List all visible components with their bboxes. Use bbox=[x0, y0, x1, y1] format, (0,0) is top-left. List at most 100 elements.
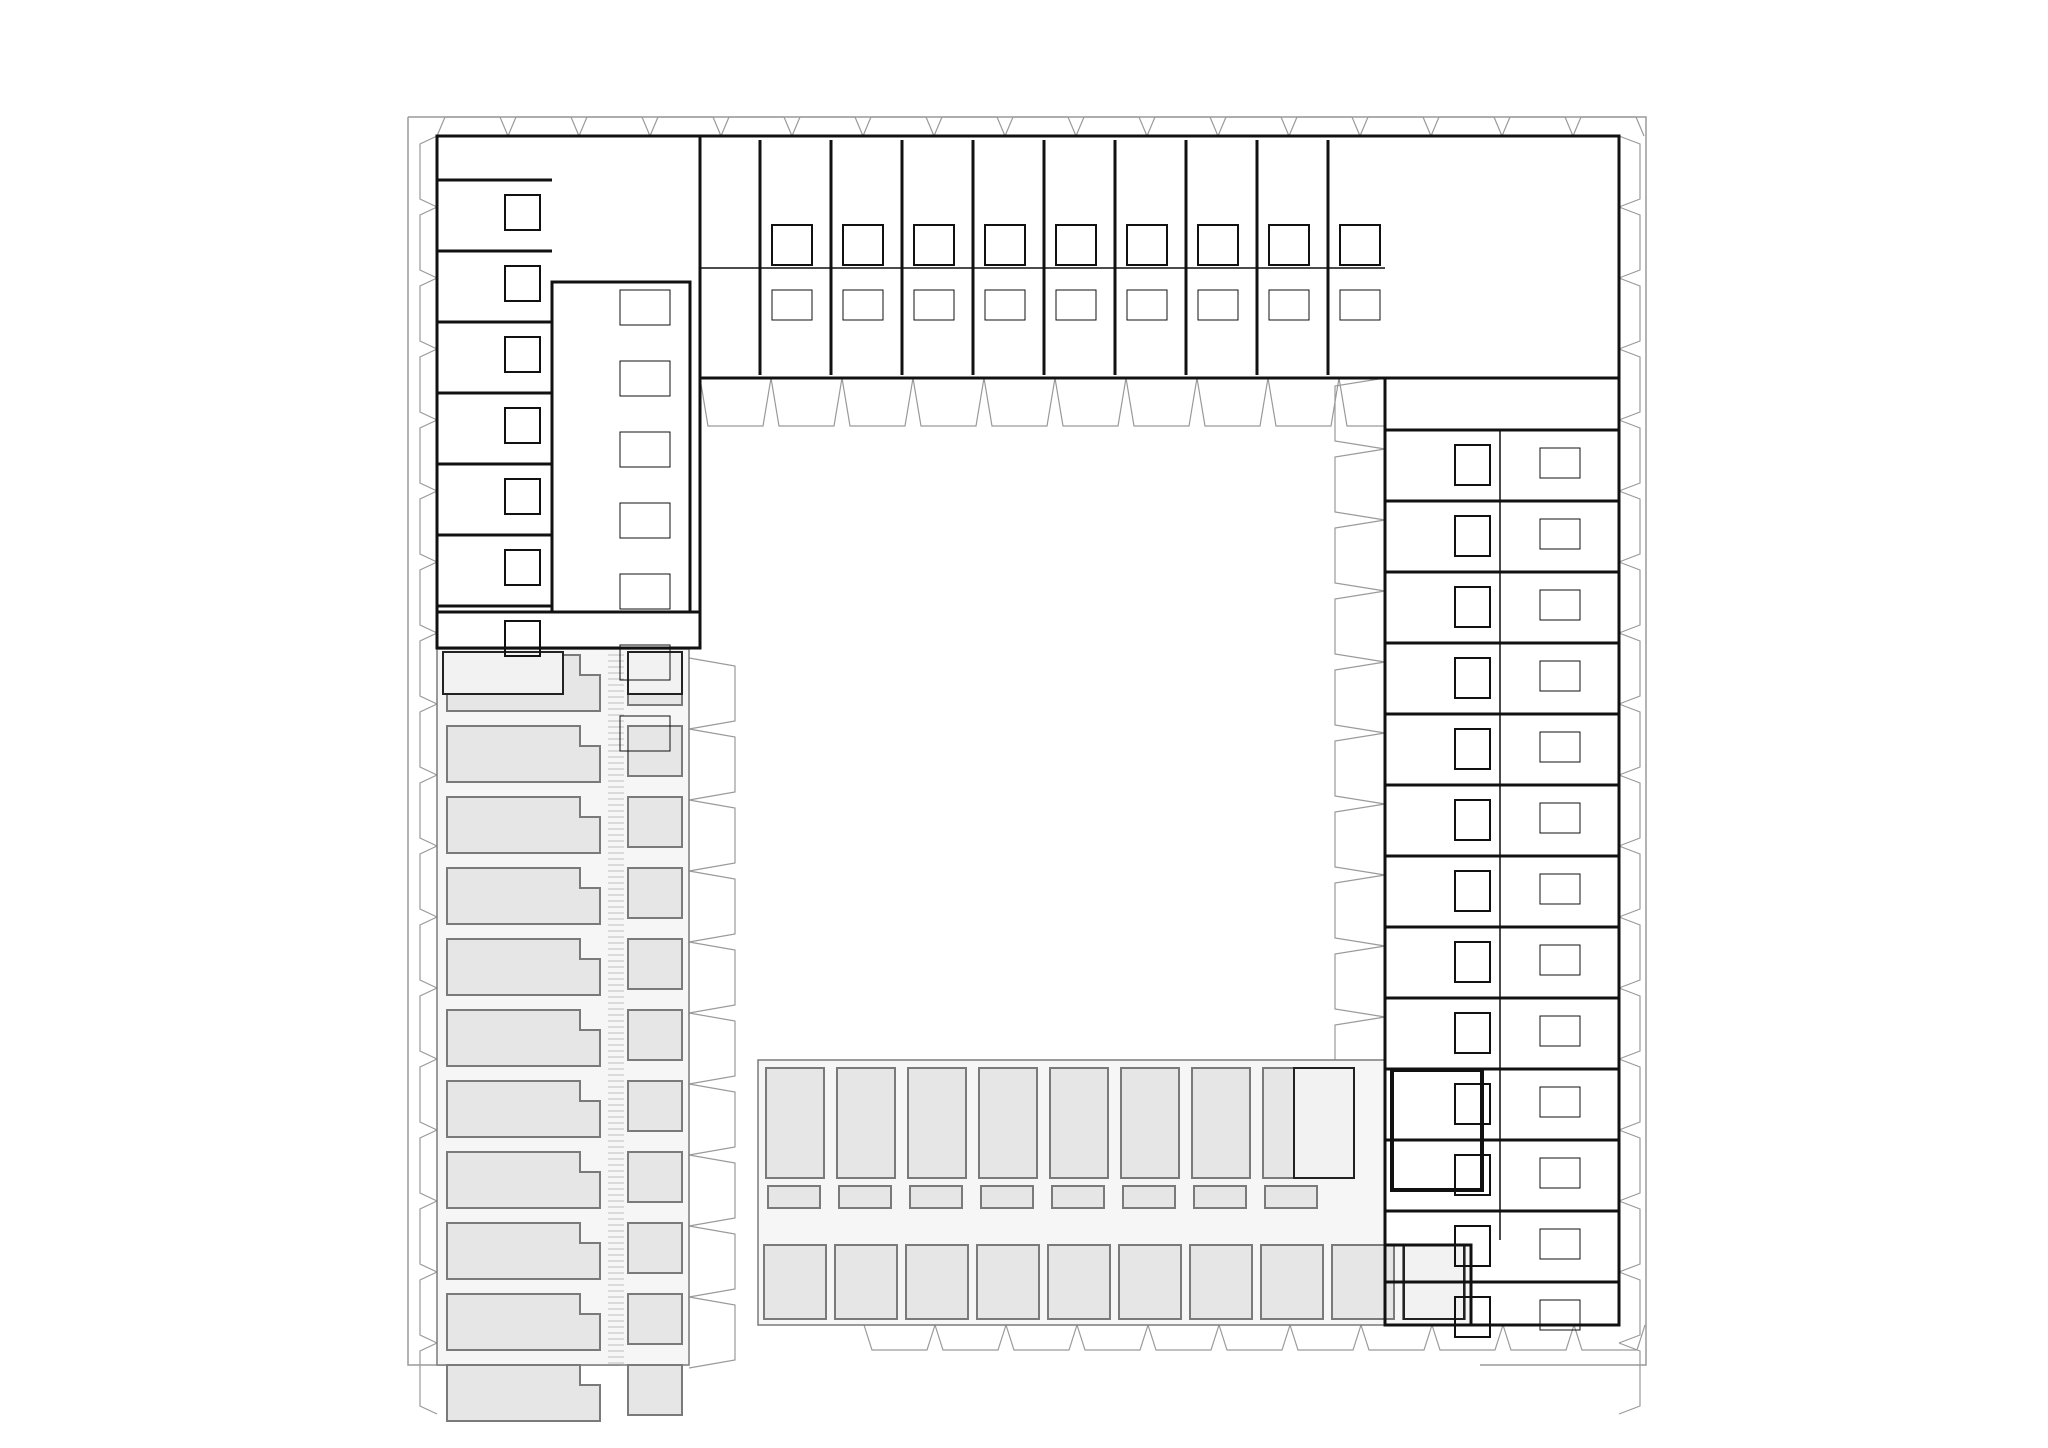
facade-panel bbox=[419, 845, 438, 918]
terrace-unit bbox=[763, 1244, 827, 1320]
bathroom bbox=[1268, 224, 1310, 266]
terrace-unit bbox=[446, 725, 601, 783]
facade-panel bbox=[1004, 116, 1077, 137]
terrace-unit bbox=[446, 1009, 601, 1067]
facade-panel bbox=[1501, 116, 1574, 137]
facade-panel bbox=[863, 1324, 936, 1351]
facade-panel bbox=[1618, 490, 1641, 563]
terrace-unit bbox=[446, 1364, 601, 1422]
facade-panel bbox=[1334, 377, 1386, 450]
facade-panel bbox=[699, 377, 772, 427]
core-west bbox=[550, 280, 692, 614]
facade-panel bbox=[1431, 1324, 1504, 1351]
facade-panel bbox=[419, 135, 438, 208]
facade-panel bbox=[1618, 419, 1641, 492]
facade-panel bbox=[1502, 1324, 1575, 1351]
bathroom bbox=[842, 224, 884, 266]
facade-panel bbox=[419, 632, 438, 705]
terrace-unit bbox=[976, 1244, 1040, 1320]
bathroom bbox=[1454, 870, 1491, 912]
bedroom bbox=[1539, 589, 1581, 621]
facade-panel bbox=[688, 870, 736, 943]
terrace-unit bbox=[627, 938, 683, 990]
roof-terrace bbox=[627, 651, 683, 695]
terrace-unit bbox=[1122, 1185, 1176, 1209]
living-room bbox=[619, 644, 671, 681]
terrace-unit bbox=[767, 1185, 821, 1209]
roof-terrace bbox=[1293, 1067, 1355, 1179]
facade-panel bbox=[419, 1200, 438, 1273]
facade-panel bbox=[770, 377, 843, 427]
facade-panel bbox=[1618, 703, 1641, 776]
bedroom bbox=[1268, 289, 1310, 321]
bathroom bbox=[1339, 224, 1381, 266]
facade-panel bbox=[983, 377, 1056, 427]
terrace-unit bbox=[978, 1067, 1038, 1179]
facade-panel bbox=[419, 206, 438, 279]
terrace-unit bbox=[627, 1364, 683, 1416]
terrace-unit bbox=[1120, 1067, 1180, 1179]
bedroom bbox=[1339, 289, 1381, 321]
bedroom bbox=[771, 289, 813, 321]
terrace-unit bbox=[905, 1244, 969, 1320]
facade-panel bbox=[688, 1012, 736, 1085]
terrace-unit bbox=[446, 938, 601, 996]
facade-panel bbox=[1334, 519, 1386, 592]
bedroom bbox=[1055, 289, 1097, 321]
bedroom bbox=[1539, 1015, 1581, 1047]
bathroom bbox=[1055, 224, 1097, 266]
bedroom bbox=[913, 289, 955, 321]
bathroom bbox=[1454, 586, 1491, 628]
facade-panel bbox=[1618, 845, 1641, 918]
terrace-unit bbox=[1264, 1185, 1318, 1209]
terrace-unit bbox=[1051, 1185, 1105, 1209]
terrace-unit bbox=[909, 1185, 963, 1209]
living-room bbox=[619, 502, 671, 539]
facade-panel bbox=[419, 1271, 438, 1344]
facade-panel bbox=[1359, 116, 1432, 137]
bathroom bbox=[1454, 1225, 1491, 1267]
bathroom bbox=[1454, 1083, 1491, 1125]
terrace-unit bbox=[838, 1185, 892, 1209]
facade-panel bbox=[1334, 945, 1386, 1018]
facade-panel bbox=[1334, 590, 1386, 663]
facade-panel bbox=[688, 941, 736, 1014]
facade-panel bbox=[1573, 1324, 1646, 1351]
facade-panel bbox=[1618, 987, 1641, 1060]
bathroom bbox=[1454, 1012, 1491, 1054]
bathroom bbox=[504, 549, 541, 586]
facade-panel bbox=[1334, 732, 1386, 805]
facade-panel bbox=[688, 728, 736, 801]
facade-panel bbox=[419, 916, 438, 989]
facade-panel bbox=[1334, 803, 1386, 876]
bathroom bbox=[504, 194, 541, 231]
terrace-unit bbox=[627, 867, 683, 919]
facade-panel bbox=[1618, 1058, 1641, 1131]
terrace-unit bbox=[1193, 1185, 1247, 1209]
living-room bbox=[619, 573, 671, 610]
facade-panel bbox=[1334, 661, 1386, 734]
terrace-unit bbox=[627, 1080, 683, 1132]
facade-panel bbox=[649, 116, 722, 137]
facade-panel bbox=[934, 1324, 1007, 1351]
facade-panel bbox=[791, 116, 864, 137]
bedroom bbox=[1539, 731, 1581, 763]
facade-panel bbox=[1618, 348, 1641, 421]
roof-terrace bbox=[442, 651, 564, 695]
facade-panel bbox=[1147, 1324, 1220, 1351]
facade-panel bbox=[1334, 448, 1386, 521]
facade-panel bbox=[419, 1342, 438, 1415]
bathroom bbox=[504, 620, 541, 657]
terrace-unit bbox=[1191, 1067, 1251, 1179]
facade-panel bbox=[419, 490, 438, 563]
terrace-unit bbox=[627, 796, 683, 848]
bathroom bbox=[1454, 1154, 1491, 1196]
bathroom bbox=[1197, 224, 1239, 266]
facade-panel bbox=[1146, 116, 1219, 137]
facade-panel bbox=[419, 1129, 438, 1202]
facade-panel bbox=[1618, 561, 1641, 634]
facade-panel bbox=[1618, 632, 1641, 705]
bedroom bbox=[1126, 289, 1168, 321]
facade-panel bbox=[436, 116, 509, 137]
